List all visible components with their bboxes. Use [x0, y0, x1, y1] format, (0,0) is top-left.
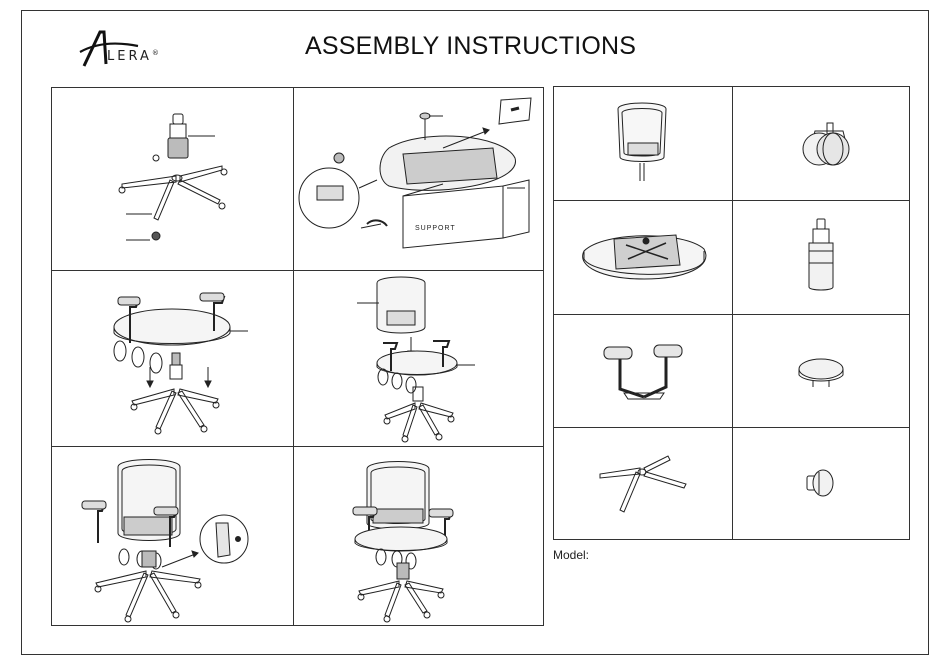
assembled-chair-icon	[293, 447, 543, 625]
parts-list-grid	[553, 86, 910, 540]
mesh-backrest-icon	[554, 87, 732, 200]
gas-cylinder-icon	[733, 201, 909, 314]
tighten-screws-detail-icon	[52, 447, 293, 625]
part-f	[733, 315, 909, 427]
attach-backrest-icon	[293, 271, 543, 446]
caster-wheel-icon	[733, 87, 909, 200]
seat-with-mechanism-icon	[554, 201, 732, 314]
step-2: SUPPORT	[293, 88, 543, 270]
part-a	[554, 87, 732, 200]
part-d	[733, 201, 909, 314]
registered-mark: ®	[152, 49, 159, 57]
step-4	[293, 271, 543, 446]
five-star-base-icon	[554, 428, 732, 539]
part-g	[554, 428, 732, 539]
step-6	[293, 447, 543, 625]
part-e	[554, 315, 732, 427]
brand-name: LERA®	[107, 49, 159, 64]
brand-text: LERA	[107, 49, 152, 64]
model-label: Model:	[553, 548, 589, 562]
knob-icon	[733, 428, 909, 539]
seat-with-arms-onto-base-icon	[52, 271, 293, 446]
part-c	[554, 201, 732, 314]
armrests-icon	[554, 315, 732, 427]
base-with-casters-and-cylinder-icon	[52, 88, 293, 270]
step-5	[52, 447, 293, 625]
step-1	[52, 88, 293, 270]
part-b	[733, 87, 909, 200]
cylinder-cover-cap-icon	[733, 315, 909, 427]
assembly-steps-grid: SUPPORT	[51, 87, 544, 626]
support-box-label: SUPPORT	[415, 225, 456, 232]
seat-mechanism-on-support-box-icon: SUPPORT	[293, 88, 543, 270]
part-h	[733, 428, 909, 539]
page-title: ASSEMBLY INSTRUCTIONS	[305, 32, 636, 61]
step-3	[52, 271, 293, 446]
